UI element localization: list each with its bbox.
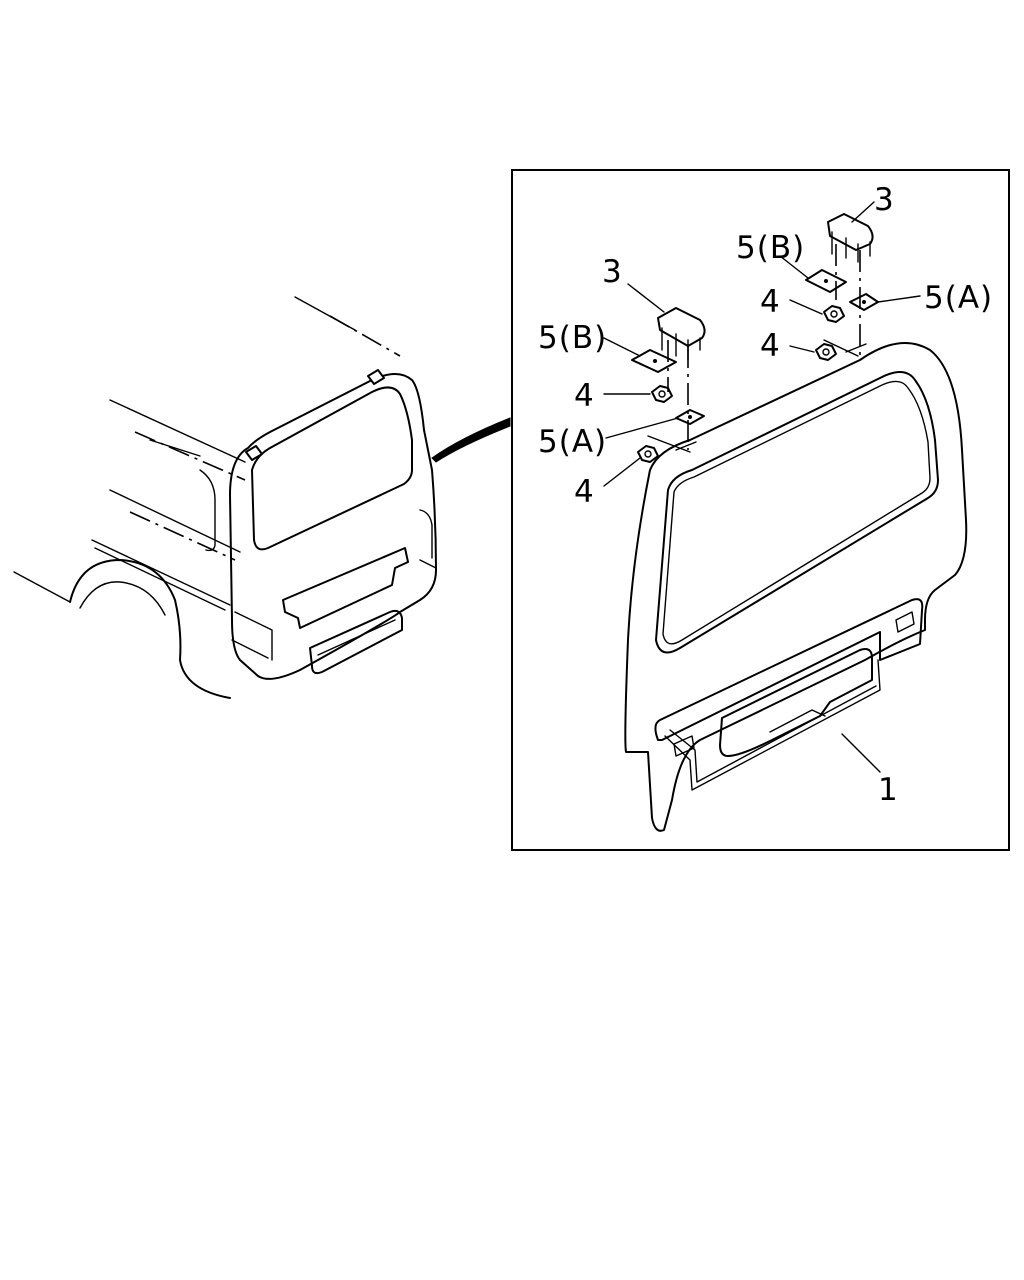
callout-shim-a-left: 5(A): [538, 424, 607, 460]
callout-nut-left-lower: 4: [574, 474, 595, 510]
callout-shim-b-left: 5(B): [538, 320, 607, 356]
callout-hinge-right: 3: [874, 182, 895, 218]
callouts: 3 5(B) 4 5(A) 4 3 5(B) 4 5(A) 4 1: [538, 182, 993, 808]
callout-nut-left-upper: 4: [574, 378, 595, 414]
callout-nut-right-lower: 4: [760, 328, 781, 364]
leader-lines: [603, 201, 921, 773]
detail-frame: [511, 169, 1010, 851]
right-hinge-assembly: [805, 213, 879, 361]
left-hinge-assembly: [631, 307, 706, 463]
callout-shim-b-right: 5(B): [736, 230, 805, 266]
callout-tailgate: 1: [878, 772, 899, 808]
callout-hinge-left: 3: [602, 254, 623, 290]
van-rear-illustration: [13, 296, 511, 699]
callout-shim-a-right: 5(A): [924, 280, 993, 316]
callout-nut-right-upper: 4: [760, 284, 781, 320]
tailgate-panel: [624, 342, 968, 832]
